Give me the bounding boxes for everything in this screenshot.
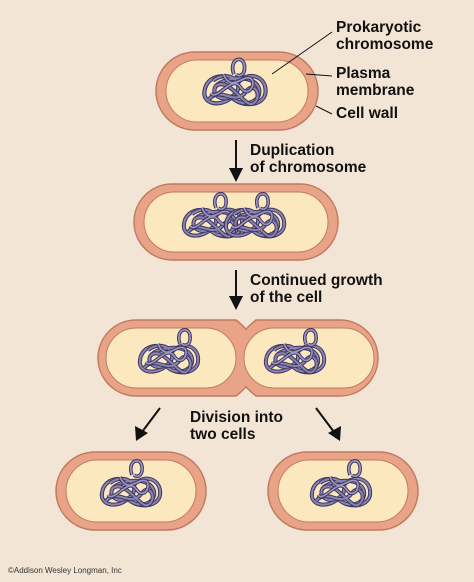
label-prokaryotic-chromosome-line1: Prokaryotic — [336, 19, 422, 36]
arrow-division-left — [135, 407, 161, 441]
daughter-cell-right — [267, 451, 419, 531]
label-plasma-membrane-line2: membrane — [336, 82, 415, 99]
label-prokaryotic-chromosome-line2: chromosome — [336, 36, 434, 53]
arrow-division-right — [315, 407, 341, 441]
label-duplication-line2: of chromosome — [250, 159, 367, 176]
daughter-cell-left — [55, 451, 207, 531]
elongated-cell — [97, 319, 379, 397]
original-cell — [155, 51, 319, 131]
label-cell-wall: Cell wall — [336, 105, 399, 122]
label-division-line1: Division into — [190, 409, 283, 426]
label-division-line2: two cells — [190, 426, 256, 443]
label-plasma-membrane-line1: Plasma — [336, 65, 391, 82]
label-growth-line2: of the cell — [250, 289, 323, 306]
label-leader-lines — [271, 31, 333, 115]
arrow-growth — [229, 270, 243, 310]
duplicated-cell — [133, 183, 339, 261]
copyright-credit: ©Addison Wesley Longman, Inc — [8, 566, 122, 575]
label-growth-line1: Continued growth — [250, 272, 383, 289]
label-duplication-line1: Duplication — [250, 142, 335, 159]
arrow-duplication — [229, 140, 243, 182]
